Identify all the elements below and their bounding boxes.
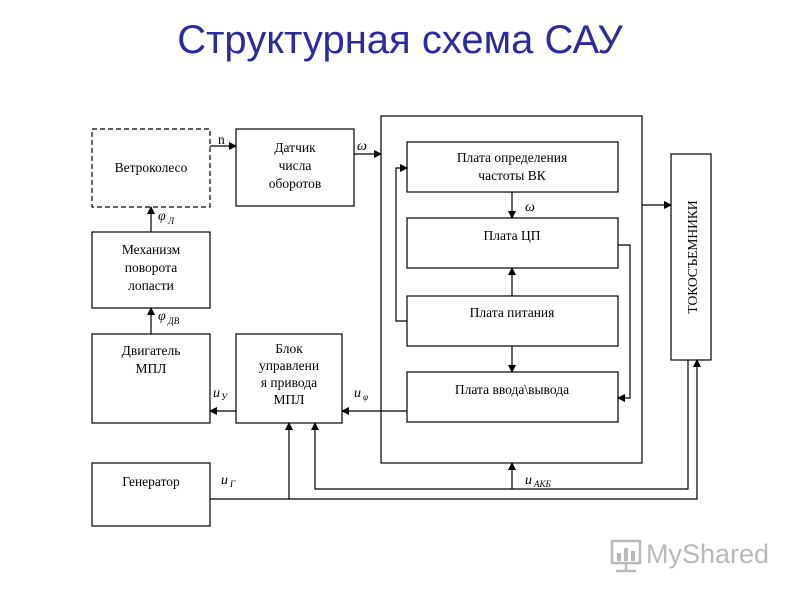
svg-text:Блок: Блок xyxy=(275,341,303,356)
svg-text:частоты ВК: частоты ВК xyxy=(478,168,546,183)
svg-text:Механизм: Механизм xyxy=(122,242,181,257)
svg-text:Двигатель: Двигатель xyxy=(122,343,181,358)
block-drive-control: Блок управлени я привода МПЛ xyxy=(235,333,343,424)
block-slip-rings: ТОКОСЪЕМНИКИ xyxy=(670,153,712,361)
signal-phi-dv-sub: ДВ xyxy=(167,316,180,326)
svg-text:Датчик: Датчик xyxy=(274,140,316,155)
svg-text:Генератор: Генератор xyxy=(122,474,180,489)
block-cpu-board: Плата ЦП xyxy=(406,217,619,269)
block-blade-mechanism: Механизм поворота лопасти xyxy=(91,231,211,309)
signal-omega-sensor: ω xyxy=(357,139,367,154)
svg-text:поворота: поворота xyxy=(125,260,177,275)
svg-text:Плата ЦП: Плата ЦП xyxy=(483,228,540,243)
svg-text:оборотов: оборотов xyxy=(269,176,322,191)
svg-text:Плата определения: Плата определения xyxy=(457,150,567,165)
svg-text:Плата ввода\вывода: Плата ввода\вывода xyxy=(455,382,569,397)
signal-u-akb: u xyxy=(525,473,532,488)
watermark: MyShared xyxy=(610,539,769,573)
svg-text:ТОКОСЪЕМНИКИ: ТОКОСЪЕМНИКИ xyxy=(685,200,700,314)
block-rpm-sensor: Датчик числа оборотов xyxy=(235,128,355,207)
signal-u-y: u xyxy=(213,386,220,401)
signal-phi-l-sub: Л xyxy=(167,216,175,226)
signal-u-phi: u xyxy=(354,386,361,401)
block-motor: Двигатель МПЛ xyxy=(91,333,211,424)
signal-u-g: u xyxy=(221,473,228,488)
presentation-icon xyxy=(610,539,642,573)
page-title: Структурная схема САУ xyxy=(177,18,623,62)
svg-text:числа: числа xyxy=(279,158,312,173)
signal-u-y-sub: У xyxy=(221,392,228,402)
svg-text:МПЛ: МПЛ xyxy=(136,361,167,376)
block-frequency-board: Плата определения частоты ВК xyxy=(406,141,619,193)
signal-u-akb-sub: АКБ xyxy=(533,479,551,489)
signal-u-phi-sub: φ xyxy=(363,392,368,402)
svg-text:МПЛ: МПЛ xyxy=(274,392,305,407)
signal-phi-l: φ xyxy=(158,209,166,224)
signal-phi-dv: φ xyxy=(158,309,166,324)
svg-text:управлени: управлени xyxy=(259,358,319,373)
signal-u-g-sub: Г xyxy=(229,479,236,489)
signal-n: n xyxy=(218,132,225,147)
block-io-board: Плата ввода\вывода xyxy=(406,371,619,423)
svg-text:лопасти: лопасти xyxy=(128,278,174,293)
block-generator: Генератор xyxy=(91,462,211,527)
svg-text:Ветроколесо: Ветроколесо xyxy=(115,160,188,175)
svg-text:Плата питания: Плата питания xyxy=(470,305,555,320)
signal-omega-board: ω xyxy=(525,200,535,215)
svg-text:я привода: я привода xyxy=(261,375,317,390)
block-wind-wheel: Ветроколесо xyxy=(91,128,211,208)
watermark-text: MyShared xyxy=(646,539,769,569)
connections xyxy=(147,142,701,500)
block-power-board: Плата питания xyxy=(406,295,619,347)
